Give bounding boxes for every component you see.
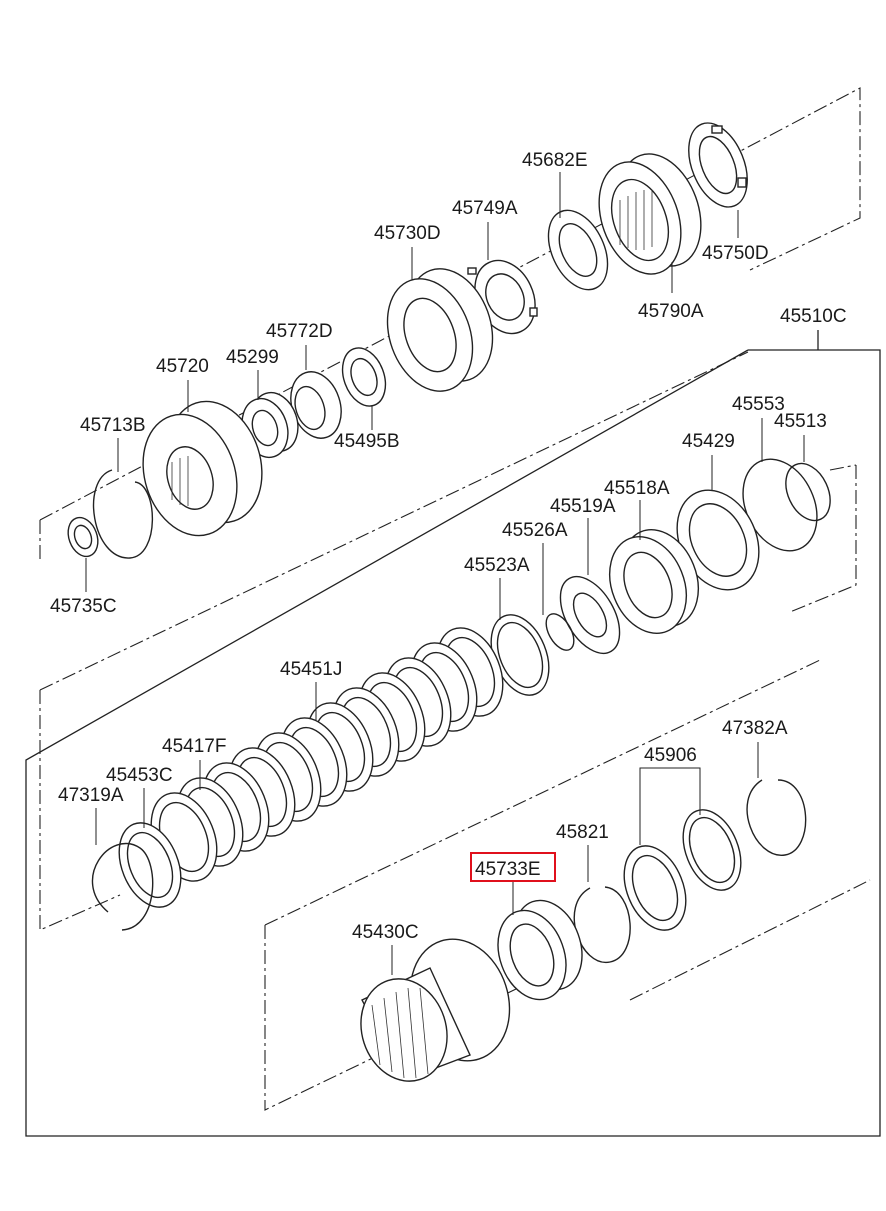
label-45790A[interactable]: 45790A xyxy=(638,301,704,322)
label-45451J[interactable]: 45451J xyxy=(280,659,342,680)
label-45735C[interactable]: 45735C xyxy=(50,596,117,617)
label-45720[interactable]: 45720 xyxy=(156,356,209,377)
label-45417F[interactable]: 45417F xyxy=(162,736,226,757)
part-45906-ring-drawing xyxy=(682,809,742,891)
label-45553[interactable]: 45553 xyxy=(732,394,785,415)
part-45713B-drawing xyxy=(92,469,154,559)
part-45735C-drawing xyxy=(67,516,99,558)
part-47319A-drawing xyxy=(91,842,154,931)
label-47382A[interactable]: 47382A xyxy=(722,718,788,739)
label-45429[interactable]: 45429 xyxy=(682,431,735,452)
part-45495B-drawing xyxy=(341,347,387,407)
label-45730D[interactable]: 45730D xyxy=(374,223,441,244)
part-45790A-drawing xyxy=(598,153,702,275)
label-45495B[interactable]: 45495B xyxy=(334,431,400,452)
part-45513-drawing xyxy=(785,462,831,522)
part-45518A-drawing xyxy=(609,529,699,634)
label-45682E[interactable]: 45682E xyxy=(522,150,588,171)
label-45453C[interactable]: 45453C xyxy=(106,765,173,786)
label-45513[interactable]: 45513 xyxy=(774,411,827,432)
part-47382A-drawing xyxy=(746,779,807,856)
highlight-box xyxy=(470,852,556,882)
part-45772D-drawing xyxy=(290,371,342,439)
label-45906[interactable]: 45906 xyxy=(644,745,697,766)
label-45510C[interactable]: 45510C xyxy=(780,306,847,327)
part-45821-drawing xyxy=(573,886,631,963)
label-45749A[interactable]: 45749A xyxy=(452,198,518,219)
part-45720-drawing xyxy=(142,400,263,537)
label-45430C[interactable]: 45430C xyxy=(352,922,419,943)
part-45430C-drawing xyxy=(360,938,511,1082)
part-45750D-drawing xyxy=(688,122,748,208)
part-45526A-drawing xyxy=(545,613,575,651)
label-45299[interactable]: 45299 xyxy=(226,347,279,368)
part-45730D-drawing xyxy=(386,268,494,392)
leader-lines xyxy=(85,172,805,975)
part-45749A-drawing xyxy=(467,259,538,335)
label-45519A[interactable]: 45519A xyxy=(550,496,616,517)
label-45733E[interactable]: 45733E xyxy=(475,859,541,880)
label-45750D[interactable]: 45750D xyxy=(702,243,769,264)
label-45772D[interactable]: 45772D xyxy=(266,321,333,342)
part-labels: 45682E 45749A 45730D 45750D 45790A 45510… xyxy=(50,150,847,943)
part-45733E-drawing xyxy=(497,899,583,1001)
label-45713B[interactable]: 45713B xyxy=(80,415,146,436)
label-45526A[interactable]: 45526A xyxy=(502,520,568,541)
label-45821[interactable]: 45821 xyxy=(556,822,609,843)
label-45518A[interactable]: 45518A xyxy=(604,478,670,499)
label-45523A[interactable]: 45523A xyxy=(464,555,530,576)
part-45906-disc-drawing xyxy=(623,845,687,931)
label-47319A[interactable]: 47319A xyxy=(58,785,124,806)
